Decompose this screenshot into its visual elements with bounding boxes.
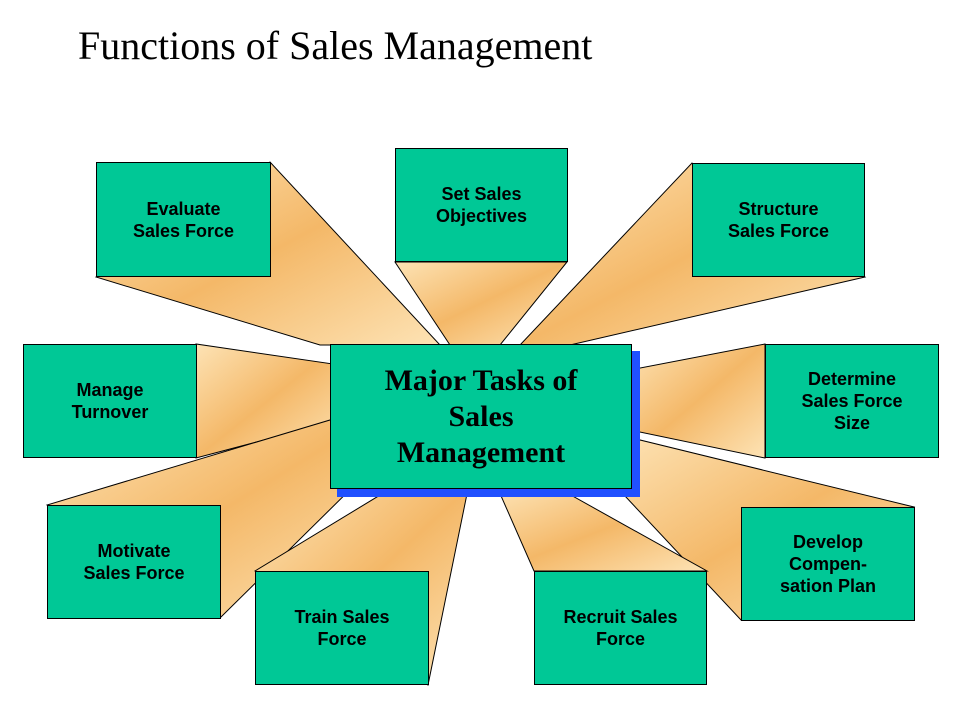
task-determine-sales-force-size: Determine Sales Force Size — [765, 344, 939, 458]
task-develop-compensation-plan: Develop Compen- sation Plan — [741, 507, 915, 621]
task-label: Set Sales Objectives — [435, 184, 528, 226]
task-label: Develop Compen- sation Plan — [779, 532, 877, 596]
task-manage-turnover: Manage Turnover — [23, 344, 197, 458]
task-structure-sales-force: Structure Sales Force — [692, 163, 865, 277]
task-evaluate-sales-force: Evaluate Sales Force — [96, 162, 271, 277]
task-label: Evaluate Sales Force — [132, 198, 235, 241]
page-title: Functions of Sales Management — [78, 23, 593, 68]
center-label: Major Tasks of Sales Management — [384, 363, 578, 469]
center-major-tasks-box: Major Tasks of Sales Management — [330, 344, 632, 489]
task-train-sales-force: Train Sales Force — [255, 571, 429, 685]
task-label: Motivate Sales Force — [83, 541, 185, 583]
task-label: Recruit Sales Force — [563, 607, 678, 649]
task-set-sales-objectives: Set Sales Objectives — [395, 148, 568, 262]
task-label: Train Sales Force — [294, 607, 390, 649]
task-motivate-sales-force: Motivate Sales Force — [47, 505, 221, 619]
task-label: Determine Sales Force Size — [801, 369, 903, 433]
task-label: Structure Sales Force — [727, 199, 830, 241]
task-recruit-sales-force: Recruit Sales Force — [534, 571, 707, 685]
task-label: Manage Turnover — [71, 380, 149, 422]
ray-determine-size — [629, 343, 766, 459]
